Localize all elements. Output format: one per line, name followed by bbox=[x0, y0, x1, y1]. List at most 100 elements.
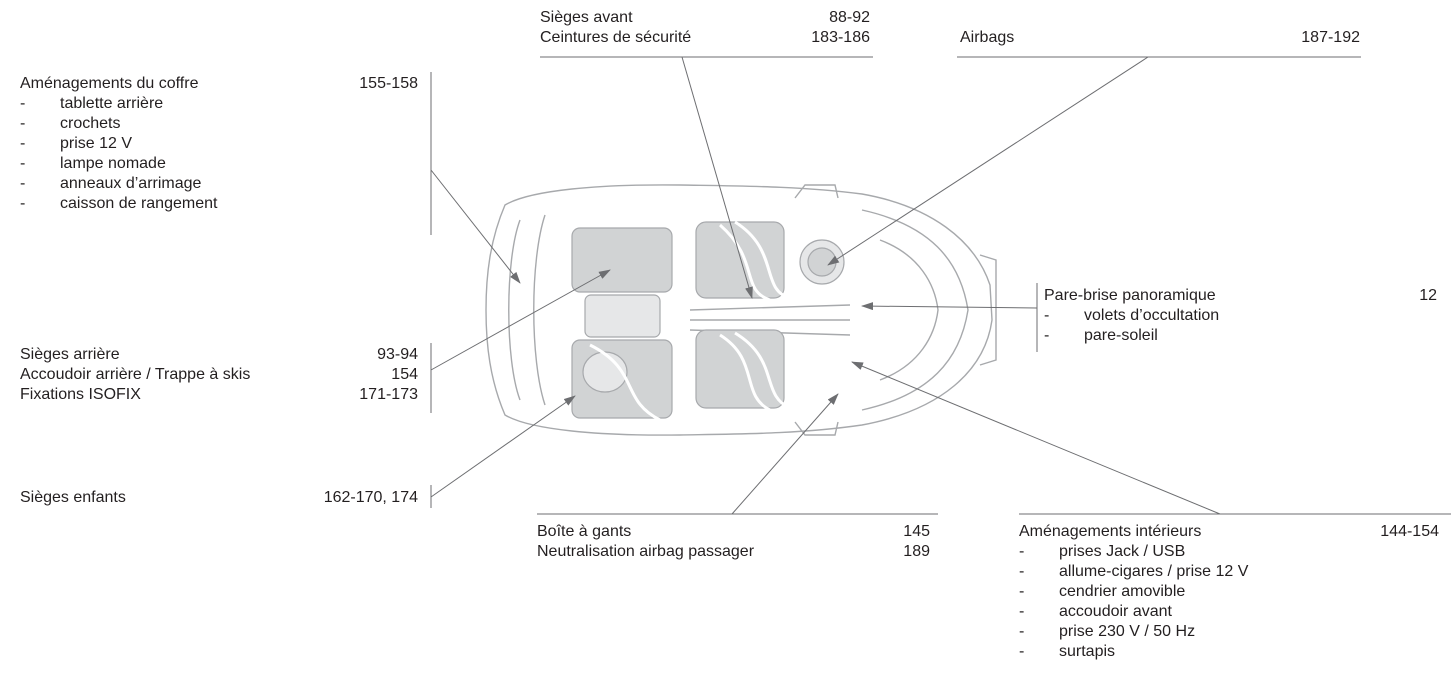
list-dash: - bbox=[20, 175, 26, 192]
glovebox-label: Boîte à gants bbox=[537, 523, 632, 540]
boot-item: prise 12 V bbox=[60, 135, 133, 152]
seat-belts-row: Ceintures de sécurité 183-186 bbox=[540, 28, 870, 48]
interior-item: prise 230 V / 50 Hz bbox=[1059, 623, 1196, 640]
passenger-airbag-label: Neutralisation airbag passager bbox=[537, 543, 755, 560]
glovebox-section: Boîte à gants 145 Neutralisation airbag … bbox=[537, 522, 930, 562]
list-item: - pare-soleil bbox=[1044, 326, 1437, 346]
leader-airbags bbox=[827, 56, 1149, 266]
boot-row: Aménagements du coffre 155-158 bbox=[20, 74, 418, 94]
list-dash: - bbox=[1019, 583, 1025, 600]
boot-item: lampe nomade bbox=[60, 155, 166, 172]
leader-front-seats bbox=[681, 56, 753, 299]
interior-row: Aménagements intérieurs 144-154 bbox=[1019, 522, 1439, 542]
rear-armrest-pages: 154 bbox=[391, 366, 418, 383]
interior-item: cendrier amovible bbox=[1059, 583, 1186, 600]
boot-item: caisson de rangement bbox=[60, 195, 218, 212]
list-dash: - bbox=[1019, 643, 1025, 660]
interior-item: prises Jack / USB bbox=[1059, 543, 1186, 560]
list-item: - surtapis bbox=[1019, 642, 1439, 662]
interior-section: Aménagements intérieurs 144-154 - prises … bbox=[1019, 522, 1439, 662]
seat-belts-label: Ceintures de sécurité bbox=[540, 29, 692, 46]
list-dash: - bbox=[20, 135, 26, 152]
rear-seats-section: Sièges arrière 93-94 Accoudoir arrière /… bbox=[20, 345, 418, 405]
boot-item: tablette arrière bbox=[60, 95, 164, 112]
airbags-label: Airbags bbox=[960, 29, 1015, 46]
windscreen-label: Pare-brise panoramique bbox=[1044, 287, 1216, 304]
windscreen-row: Pare-brise panoramique 12 bbox=[1044, 286, 1437, 306]
leader-child-seats bbox=[430, 395, 576, 498]
list-dash: - bbox=[1019, 543, 1025, 560]
list-item: - prise 12 V bbox=[20, 134, 418, 154]
list-dash: - bbox=[20, 195, 26, 212]
boot-item: anneaux d’arrimage bbox=[60, 175, 202, 192]
windscreen-section: Pare-brise panoramique 12 - volets d’occu… bbox=[1044, 286, 1437, 346]
front-seats-section: Sièges avant 88-92 Ceintures de sécurité… bbox=[540, 8, 870, 48]
child-seats-section: Sièges enfants 162-170, 174 bbox=[20, 488, 418, 508]
leader-lines bbox=[430, 56, 1221, 515]
list-item: - allume-cigares / prise 12 V bbox=[1019, 562, 1439, 582]
child-seats-label: Sièges enfants bbox=[20, 489, 126, 506]
child-seats-row: Sièges enfants 162-170, 174 bbox=[20, 488, 418, 508]
windscreen-pages: 12 bbox=[1419, 287, 1437, 304]
rear-armrest-row: Accoudoir arrière / Trappe à skis 154 bbox=[20, 365, 418, 385]
rear-seats-row: Sièges arrière 93-94 bbox=[20, 345, 418, 365]
interior-item: accoudoir avant bbox=[1059, 603, 1172, 620]
list-dash: - bbox=[1019, 563, 1025, 580]
airbags-row: Airbags 187-192 bbox=[960, 28, 1360, 48]
list-dash: - bbox=[20, 155, 26, 172]
front-seat-right bbox=[695, 221, 785, 299]
airbags-pages: 187-192 bbox=[1301, 29, 1360, 46]
interior-item: surtapis bbox=[1059, 643, 1116, 660]
list-item: - tablette arrière bbox=[20, 94, 418, 114]
seat-belts-pages: 183-186 bbox=[811, 29, 870, 46]
rear-seat-middle bbox=[584, 294, 661, 338]
passenger-airbag-row: Neutralisation airbag passager 189 bbox=[537, 542, 930, 562]
boot-section: Aménagements du coffre 155-158 - tablette… bbox=[20, 74, 418, 214]
leader-interior bbox=[851, 361, 1221, 515]
leader-boot bbox=[430, 169, 521, 284]
list-item: -crochets bbox=[20, 114, 418, 134]
rear-seat-right bbox=[571, 227, 673, 293]
rear-seats-pages: 93-94 bbox=[377, 346, 418, 363]
interior-item: allume-cigares / prise 12 V bbox=[1059, 563, 1249, 580]
list-item: - prises Jack / USB bbox=[1019, 542, 1439, 562]
interior-label: Aménagements intérieurs bbox=[1019, 523, 1202, 540]
list-item: - caisson de rangement bbox=[20, 194, 418, 214]
list-item: - lampe nomade bbox=[20, 154, 418, 174]
list-dash: - bbox=[1044, 327, 1050, 344]
interior-pages: 144-154 bbox=[1380, 523, 1439, 540]
airbags-section: Airbags 187-192 bbox=[960, 28, 1360, 48]
list-dash: - bbox=[1019, 603, 1025, 620]
windscreen-item: pare-soleil bbox=[1084, 327, 1158, 344]
glovebox-pages: 145 bbox=[903, 523, 930, 540]
isofix-row: Fixations ISOFIX 171-173 bbox=[20, 385, 418, 405]
list-item: - anneaux d’arrimage bbox=[20, 174, 418, 194]
front-seats-row: Sièges avant 88-92 bbox=[540, 8, 870, 28]
list-dash: - bbox=[1019, 623, 1025, 640]
boot-item: crochets bbox=[60, 115, 121, 132]
boot-pages: 155-158 bbox=[359, 75, 418, 92]
rear-armrest-label: Accoudoir arrière / Trappe à skis bbox=[20, 366, 251, 383]
list-item: - prise 230 V / 50 Hz bbox=[1019, 622, 1439, 642]
rear-seats-label: Sièges arrière bbox=[20, 346, 120, 363]
child-seats-pages: 162-170, 174 bbox=[323, 489, 418, 506]
list-dash: - bbox=[20, 95, 26, 112]
leader-glovebox bbox=[731, 393, 839, 515]
boot-label: Aménagements du coffre bbox=[20, 75, 199, 92]
glovebox-row: Boîte à gants 145 bbox=[537, 522, 930, 542]
list-item: - accoudoir avant bbox=[1019, 602, 1439, 622]
front-seat-left bbox=[695, 329, 785, 409]
list-item: - volets d’occultation bbox=[1044, 306, 1437, 326]
front-seats-pages: 88-92 bbox=[829, 9, 870, 26]
list-dash: - bbox=[1044, 307, 1050, 324]
front-seats-label: Sièges avant bbox=[540, 9, 633, 26]
seat-belts bbox=[589, 220, 791, 422]
isofix-pages: 171-173 bbox=[359, 386, 418, 403]
car-seats bbox=[571, 221, 845, 419]
list-item: - cendrier amovible bbox=[1019, 582, 1439, 602]
leader-rear-seats bbox=[430, 269, 611, 371]
windscreen-item: volets d’occultation bbox=[1084, 307, 1220, 324]
passenger-airbag-pages: 189 bbox=[903, 543, 930, 560]
